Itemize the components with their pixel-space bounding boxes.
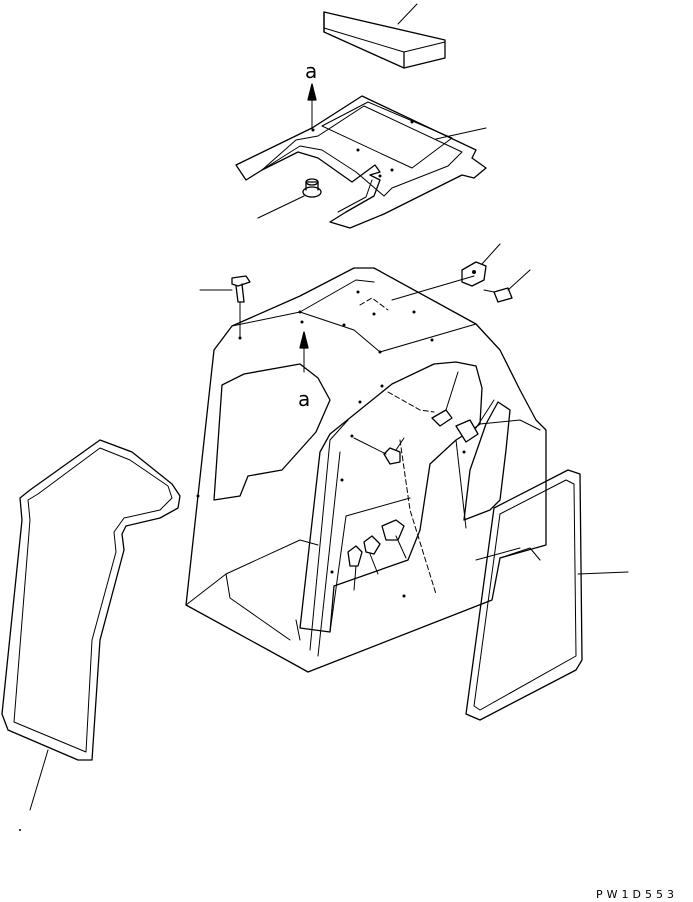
roof-grommet (302, 178, 322, 198)
cab-bracket-lower-b (363, 535, 381, 575)
cab-bracket-upper-right (391, 261, 487, 301)
lower-marker-label: a (298, 387, 310, 411)
cab-body (185, 267, 547, 673)
leader-line-clip (507, 269, 531, 291)
leader-line-grommet (257, 195, 305, 219)
cab-bolt-mid-right (455, 399, 495, 443)
cab-bolt-top-left (231, 275, 251, 339)
leader-line-left-seal (29, 749, 49, 811)
cab-bolt-lower (381, 519, 407, 559)
leader-line-roof-frame (435, 127, 487, 140)
lower-arrow (299, 331, 309, 373)
cab-bracket-lower-a (347, 545, 363, 591)
leader-line-bracket (481, 243, 501, 265)
roof-frame (235, 95, 487, 229)
cab-bolt-center (353, 437, 405, 465)
left-window-seal (1, 439, 181, 761)
upper-arrow (307, 83, 317, 131)
drawing-code: PW1D553 (596, 888, 678, 901)
roof-pad (323, 11, 446, 69)
upper-marker-label: a (305, 59, 317, 83)
left-seal-dot (19, 829, 21, 831)
cab-bracket-mid-right (431, 371, 459, 427)
cab-clip-upper-right (483, 287, 513, 303)
leader-line-roof-pad (397, 3, 418, 25)
leader-line-right-seal (577, 571, 629, 575)
right-window-seal (465, 469, 583, 721)
